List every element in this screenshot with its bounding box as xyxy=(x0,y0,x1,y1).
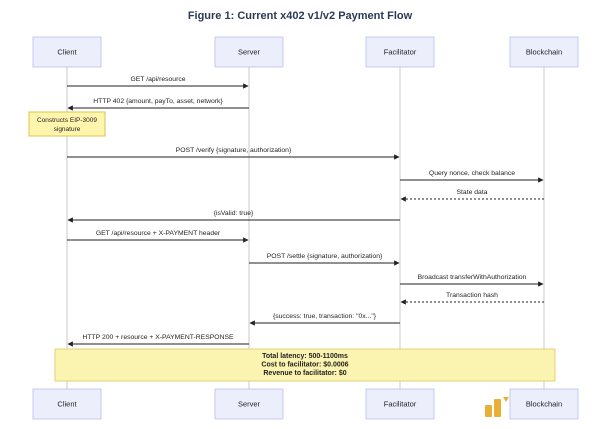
note-line-1: Constructs EIP-3009 xyxy=(37,117,97,124)
participant-server-bottom: Server xyxy=(214,388,284,420)
message-7: GET /api/resource + X-PAYMENT header xyxy=(67,230,249,243)
message-label: HTTP 402 {amount, payTo, asset, network} xyxy=(93,98,223,105)
participant-box xyxy=(32,388,102,420)
watermark-bar xyxy=(494,399,501,417)
participant-box xyxy=(32,36,102,68)
note-line-2: signature xyxy=(54,126,81,133)
watermark-logo-group xyxy=(485,397,509,417)
summary-line-3: Revenue to facilitator: $0 xyxy=(263,370,346,377)
participant-label: Server xyxy=(238,400,261,409)
participant-label: Facilitator xyxy=(384,48,417,57)
note-box xyxy=(28,111,106,137)
participant-label: Client xyxy=(57,48,77,57)
participant-client-bottom: Client xyxy=(32,388,102,420)
message-label: State data xyxy=(457,189,488,196)
summary-line-2: Cost to facilitator: $0.0006 xyxy=(261,362,348,369)
watermark-bar xyxy=(485,405,492,417)
participant-box xyxy=(214,36,284,68)
message-12: HTTP 200 + resource + X-PAYMENT-RESPONSE xyxy=(67,334,249,347)
message-label: POST /settle {signature, authorization} xyxy=(267,253,383,260)
message-2: HTTP 402 {amount, payTo, asset, network} xyxy=(67,98,249,111)
participant-box xyxy=(214,388,284,420)
watermark-triangle xyxy=(503,397,509,402)
message-8: POST /settle {signature, authorization} xyxy=(249,253,400,266)
summary-line-1: Total latency: 500-1100ms xyxy=(262,353,348,360)
participant-label: Blockchain xyxy=(526,400,562,409)
figure-title: Figure 1: Current x402 v1/v2 Payment Flo… xyxy=(187,10,413,22)
summary-box xyxy=(54,348,556,382)
participant-box xyxy=(365,36,435,68)
message-label: HTTP 200 + resource + X-PAYMENT-RESPONSE xyxy=(82,334,234,341)
message-label: Transaction hash xyxy=(446,292,498,299)
participant-boxes: ClientClientServerServerFacilitatorFacil… xyxy=(32,36,579,420)
message-6: {isValid: true} xyxy=(67,210,400,223)
participant-client-top: Client xyxy=(32,36,102,68)
note-group: Constructs EIP-3009 signature xyxy=(28,111,106,137)
participant-facilitator-top: Facilitator xyxy=(365,36,435,68)
participant-facilitator-bottom: Facilitator xyxy=(365,388,435,420)
message-label: POST /verify {signature, authorization} xyxy=(176,147,292,154)
participant-label: Facilitator xyxy=(384,400,417,409)
message-label: Query nonce, check balance xyxy=(429,170,515,177)
participant-label: Server xyxy=(238,48,261,57)
message-1: GET /api/resource xyxy=(67,76,249,89)
message-5: State data xyxy=(400,189,544,202)
message-label: Broadcast transferWithAuthorization xyxy=(418,274,527,281)
watermark-logo-icon xyxy=(485,397,509,417)
message-label: {success: true, transaction: "0x..."} xyxy=(273,313,377,320)
note-constructs-signature: Constructs EIP-3009 signature xyxy=(28,111,106,137)
participant-box xyxy=(509,36,579,68)
participant-blockchain-top: Blockchain xyxy=(509,36,579,68)
participant-label: Client xyxy=(57,400,77,409)
participant-label: Blockchain xyxy=(526,48,562,57)
participant-blockchain-bottom: Blockchain xyxy=(509,388,579,420)
message-9: Broadcast transferWithAuthorization xyxy=(400,274,544,287)
message-4: Query nonce, check balance xyxy=(400,170,544,183)
message-label: GET /api/resource xyxy=(130,76,185,83)
participant-box xyxy=(365,388,435,420)
participant-server-top: Server xyxy=(214,36,284,68)
message-11: {success: true, transaction: "0x..."} xyxy=(249,313,400,326)
message-label: GET /api/resource + X-PAYMENT header xyxy=(96,230,221,237)
message-10: Transaction hash xyxy=(400,292,544,305)
participant-box xyxy=(509,388,579,420)
message-label: {isValid: true} xyxy=(214,210,254,217)
message-3: POST /verify {signature, authorization} xyxy=(67,147,400,160)
